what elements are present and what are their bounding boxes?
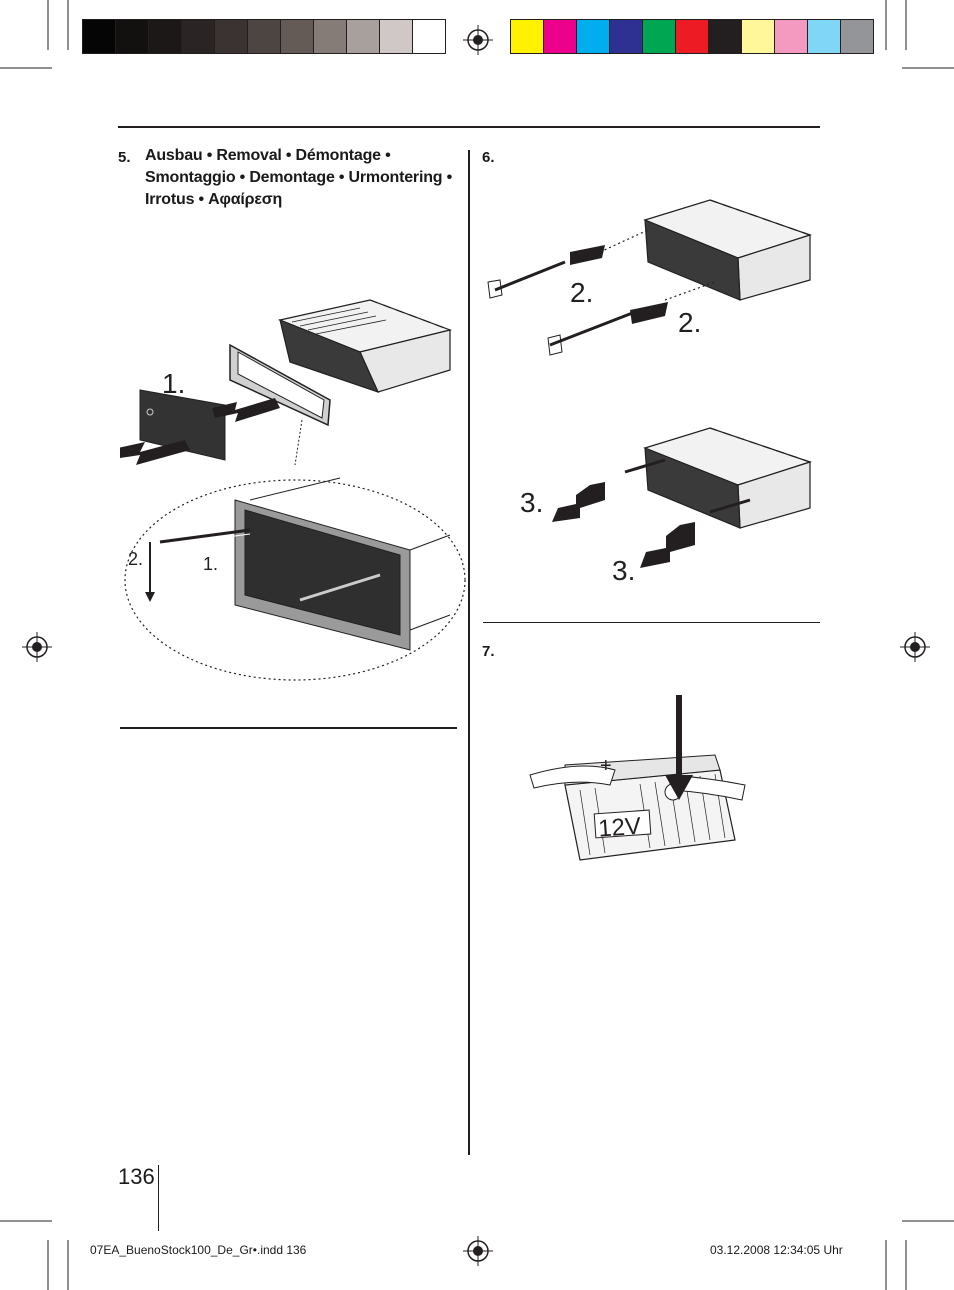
color-swatch: [708, 19, 742, 54]
color-swatch: [609, 19, 643, 54]
color-swatch: [543, 19, 577, 54]
battery-label: 12V: [597, 813, 641, 843]
removal-illustration: 1. 2. 1.: [120, 299, 466, 681]
key-insertion-illustration: 2. 2. 3. 3.: [487, 199, 812, 586]
color-swatch: [280, 19, 314, 54]
battery-illustration: 12V +: [529, 695, 746, 861]
arrow-3a: [552, 482, 605, 522]
color-swatch: [181, 19, 215, 54]
color-swatch: [412, 19, 446, 54]
arrow-3b: [640, 522, 695, 568]
registration-mark-right: [900, 632, 930, 662]
registration-mark-left: [22, 632, 52, 662]
arrow-frame: [212, 398, 280, 422]
color-swatch: [313, 19, 347, 54]
color-swatch: [840, 19, 874, 54]
section6-bottom-rule: [483, 622, 820, 623]
registration-mark-top: [463, 25, 493, 55]
label-step3-b: 3.: [612, 555, 635, 586]
color-swatch: [675, 19, 709, 54]
arrow-2a: [570, 245, 605, 265]
color-swatch: [576, 19, 610, 54]
label-step3-a: 3.: [520, 487, 543, 518]
arrow-2b: [630, 302, 668, 324]
page-number-rule: [158, 1165, 159, 1231]
label-step1-small: 1.: [203, 554, 218, 574]
label-step2-b: 2.: [678, 307, 701, 338]
radio-unit: [277, 299, 453, 394]
section5-heading: Ausbau • Removal • Démontage • Smontaggi…: [145, 147, 452, 208]
color-swatch: [214, 19, 248, 54]
color-swatch: [148, 19, 182, 54]
label-step1-large: 1.: [162, 368, 185, 399]
top-rule: [118, 126, 820, 128]
footer-file: 07EA_BuenoStock100_De_Gr•.indd 136: [90, 1243, 307, 1257]
section5-bottom-rule: [120, 727, 457, 729]
footer-timestamp: 03.12.2008 12:34:05 Uhr: [710, 1243, 843, 1257]
color-swatch: [741, 19, 775, 54]
color-swatch: [642, 19, 676, 54]
section5-number: 5.: [118, 149, 131, 166]
front-panel: [139, 389, 226, 461]
color-swatch: [774, 19, 808, 54]
color-swatch: [115, 19, 149, 54]
section7-number: 7.: [482, 643, 495, 660]
section6-number: 6.: [482, 149, 495, 166]
color-swatch: [807, 19, 841, 54]
color-swatch: [82, 19, 116, 54]
arrow-panel: [120, 440, 190, 465]
arrow-disconnect-head: [665, 775, 693, 800]
color-swatch: [346, 19, 380, 54]
color-swatch: [247, 19, 281, 54]
color-swatch: [510, 19, 544, 54]
registration-mark-bottom: [463, 1236, 493, 1266]
label-step2-small: 2.: [128, 549, 143, 569]
zoom-circle: [124, 479, 466, 681]
arrow-disconnect-shaft: [676, 695, 682, 777]
page-number: 136: [118, 1164, 155, 1189]
color-swatch: [379, 19, 413, 54]
battery-plus: +: [600, 755, 612, 777]
label-step2-a: 2.: [570, 277, 593, 308]
column-divider: [468, 150, 470, 1155]
